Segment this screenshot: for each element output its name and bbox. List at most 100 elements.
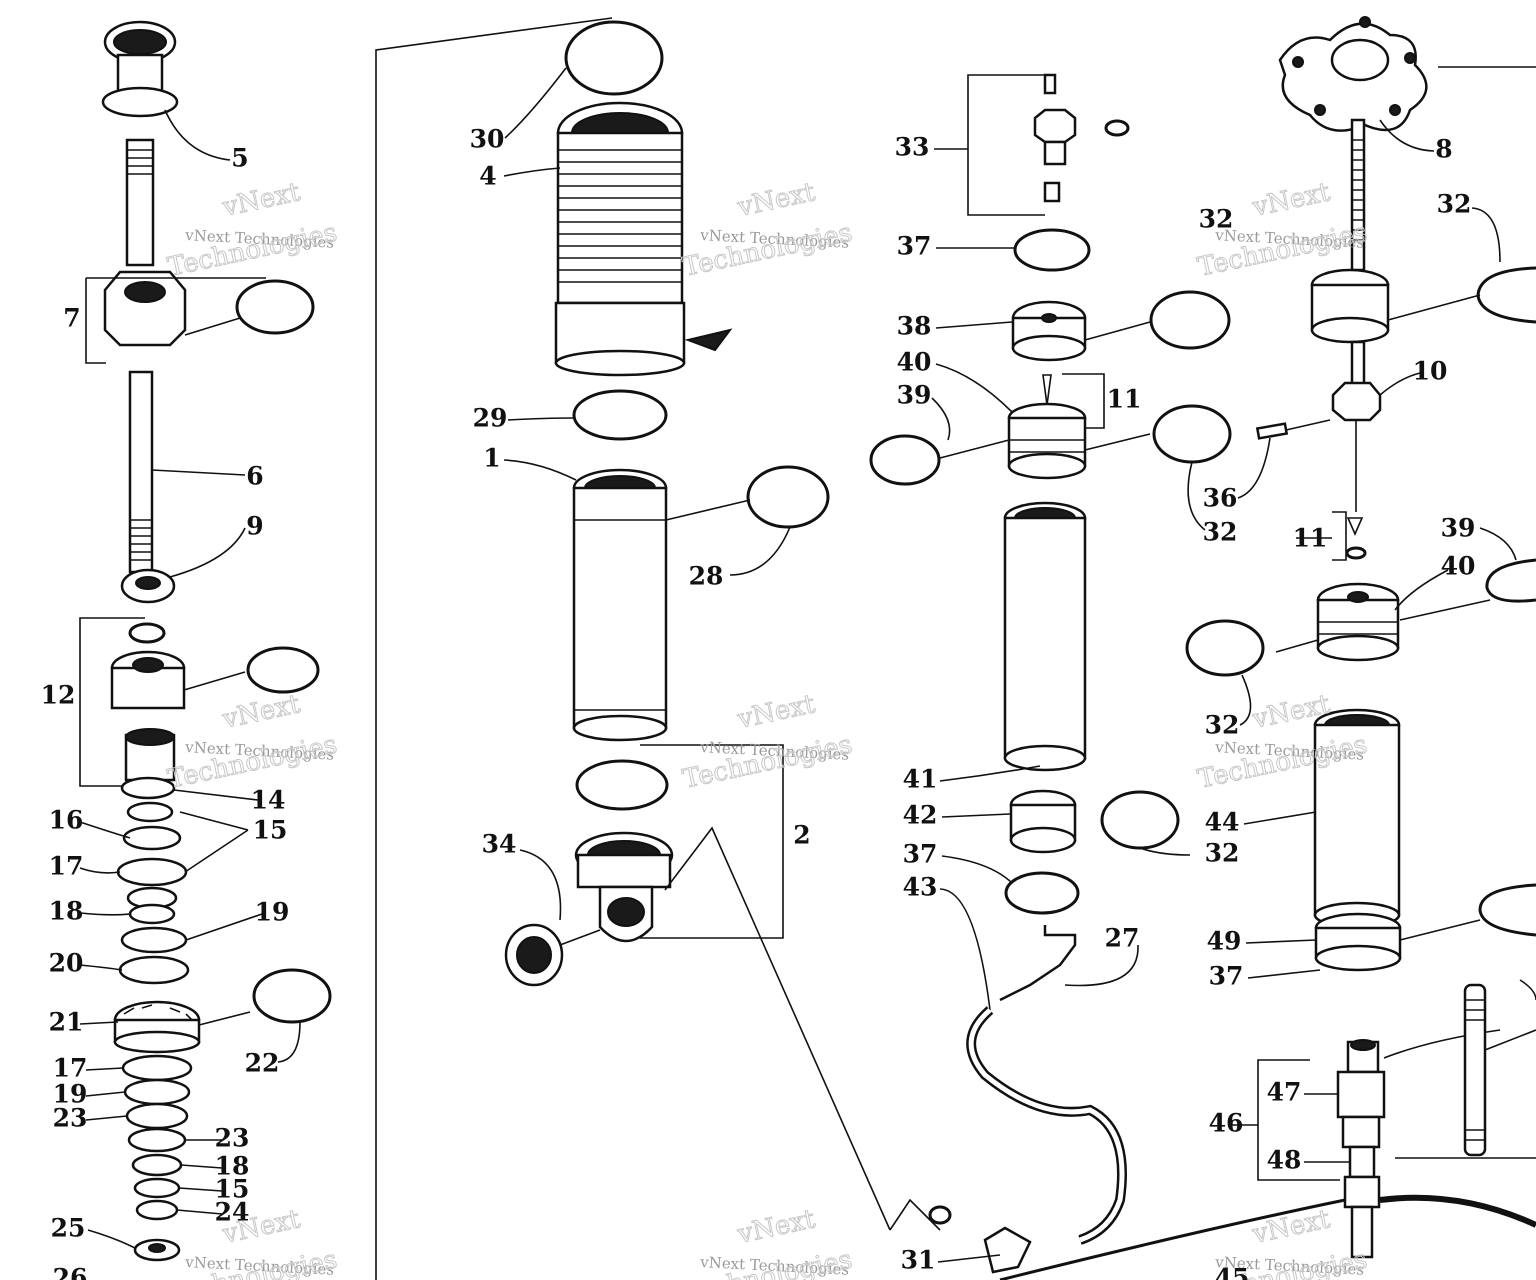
watermark-brand: vNext xyxy=(1249,1204,1333,1250)
part-callout-c11b: 11 xyxy=(1293,524,1328,553)
part-callout-c10: 10 xyxy=(1413,357,1448,386)
ring-37c xyxy=(1478,883,1536,937)
hose-43 xyxy=(966,1006,1127,1245)
part-callout-c2: 2 xyxy=(793,821,810,850)
part-callout-c32a: 32 xyxy=(1199,205,1234,234)
ring-28 xyxy=(746,465,830,529)
part-callout-c7: 7 xyxy=(63,304,80,333)
part-callout-c4: 4 xyxy=(479,162,496,191)
nut-10 xyxy=(1331,381,1382,422)
part-callout-c28: 28 xyxy=(689,562,724,591)
watermark-brand: vNext xyxy=(219,689,303,735)
part-callout-c9: 9 xyxy=(246,512,263,541)
leader-6 xyxy=(151,469,246,476)
part-callout-c49: 49 xyxy=(1207,927,1242,956)
part-callout-c17a: 17 xyxy=(49,852,84,881)
valve-pin xyxy=(1042,374,1052,406)
column-reservoir xyxy=(869,73,1232,1274)
part-callout-c40a: 40 xyxy=(897,348,932,377)
part-callout-c18a: 18 xyxy=(49,897,84,926)
part-callout-c37c: 37 xyxy=(1209,962,1244,991)
ring-39 xyxy=(869,434,941,486)
elbow-fitting-31 xyxy=(983,1226,1032,1274)
seal-ring-12 xyxy=(246,646,320,694)
bracket-12 xyxy=(79,617,145,787)
part-callout-c41: 41 xyxy=(903,765,938,794)
rod-upper-part xyxy=(125,138,155,267)
clip-37 xyxy=(1013,228,1091,272)
part-callout-c22: 22 xyxy=(245,1049,280,1078)
hose-fitting-27 xyxy=(999,925,1077,1002)
part-callout-c43: 43 xyxy=(903,873,938,902)
ring-32b xyxy=(1152,404,1232,464)
part-callout-c1: 1 xyxy=(483,444,500,473)
part-callout-c32b: 32 xyxy=(1203,518,1238,547)
bracket-46 xyxy=(1228,1059,1340,1181)
coupler-48 xyxy=(1348,1145,1376,1179)
part-callout-c27: 27 xyxy=(1105,924,1140,953)
column-outer-body xyxy=(375,17,891,1280)
part-callout-c11a: 11 xyxy=(1107,385,1142,414)
part-callout-c44: 44 xyxy=(1205,808,1240,837)
piston-rod-part xyxy=(128,370,154,574)
part-callout-c15b: 15 xyxy=(215,1175,250,1204)
part-callout-c21: 21 xyxy=(49,1008,84,1037)
column-adjuster xyxy=(999,16,1536,1280)
part-callout-c14: 14 xyxy=(251,786,286,815)
part-callout-c46: 46 xyxy=(1209,1109,1244,1138)
ring-39b xyxy=(1485,558,1536,603)
part-callout-c30: 30 xyxy=(470,125,505,154)
leader-9 xyxy=(169,527,246,578)
part-callout-c37a: 37 xyxy=(897,232,932,261)
part-callout-c40b: 40 xyxy=(1441,552,1476,581)
watermark-brand: vNext xyxy=(734,689,818,735)
part-callout-c18b: 18 xyxy=(215,1152,250,1181)
part-callout-c33: 33 xyxy=(895,133,930,162)
part-callout-c39a: 39 xyxy=(897,381,932,410)
part-callout-c16: 16 xyxy=(49,806,84,835)
part-callout-c32c: 32 xyxy=(1205,839,1240,868)
ring-30 xyxy=(564,20,664,96)
part-callout-c19b: 19 xyxy=(53,1080,88,1109)
part-callout-c24: 24 xyxy=(215,1198,250,1227)
bracket-11b xyxy=(1296,511,1347,561)
seal-ring-7 xyxy=(235,279,315,335)
part-callout-c6: 6 xyxy=(246,462,263,491)
hose-route-line xyxy=(664,826,891,1231)
part-callout-c32e: 32 xyxy=(1205,711,1240,740)
part-callout-c42: 42 xyxy=(903,801,938,830)
ring-32a xyxy=(1149,290,1231,350)
part-callout-c15a: 15 xyxy=(253,816,288,845)
part-callout-c23b: 23 xyxy=(215,1124,250,1153)
pin-36 xyxy=(1255,422,1289,440)
part-callout-c20: 20 xyxy=(49,949,84,978)
watermark-brand: vNext xyxy=(734,1204,818,1250)
part-callout-c47: 47 xyxy=(1267,1078,1302,1107)
ring-29 xyxy=(572,389,668,441)
part-callout-c12: 12 xyxy=(41,681,76,710)
piston-ring-22 xyxy=(252,968,332,1024)
clip-37b xyxy=(1004,871,1080,915)
part-callout-c39b: 39 xyxy=(1441,514,1476,543)
watermark-brand: vNext xyxy=(734,177,818,223)
valve-screw xyxy=(1043,73,1057,95)
part-callout-c32d: 32 xyxy=(1437,190,1472,219)
side-fitting xyxy=(1463,983,1487,1157)
bracket-7 xyxy=(85,277,266,364)
ring-32d xyxy=(1476,266,1536,324)
shim-14 xyxy=(120,776,176,800)
part-callout-c8: 8 xyxy=(1435,135,1452,164)
part-callout-c48: 48 xyxy=(1267,1146,1302,1175)
part-callout-c31: 31 xyxy=(901,1246,936,1275)
part-callout-c38: 38 xyxy=(897,312,932,341)
bracket-2 xyxy=(640,744,784,939)
leader-5 xyxy=(164,109,231,161)
